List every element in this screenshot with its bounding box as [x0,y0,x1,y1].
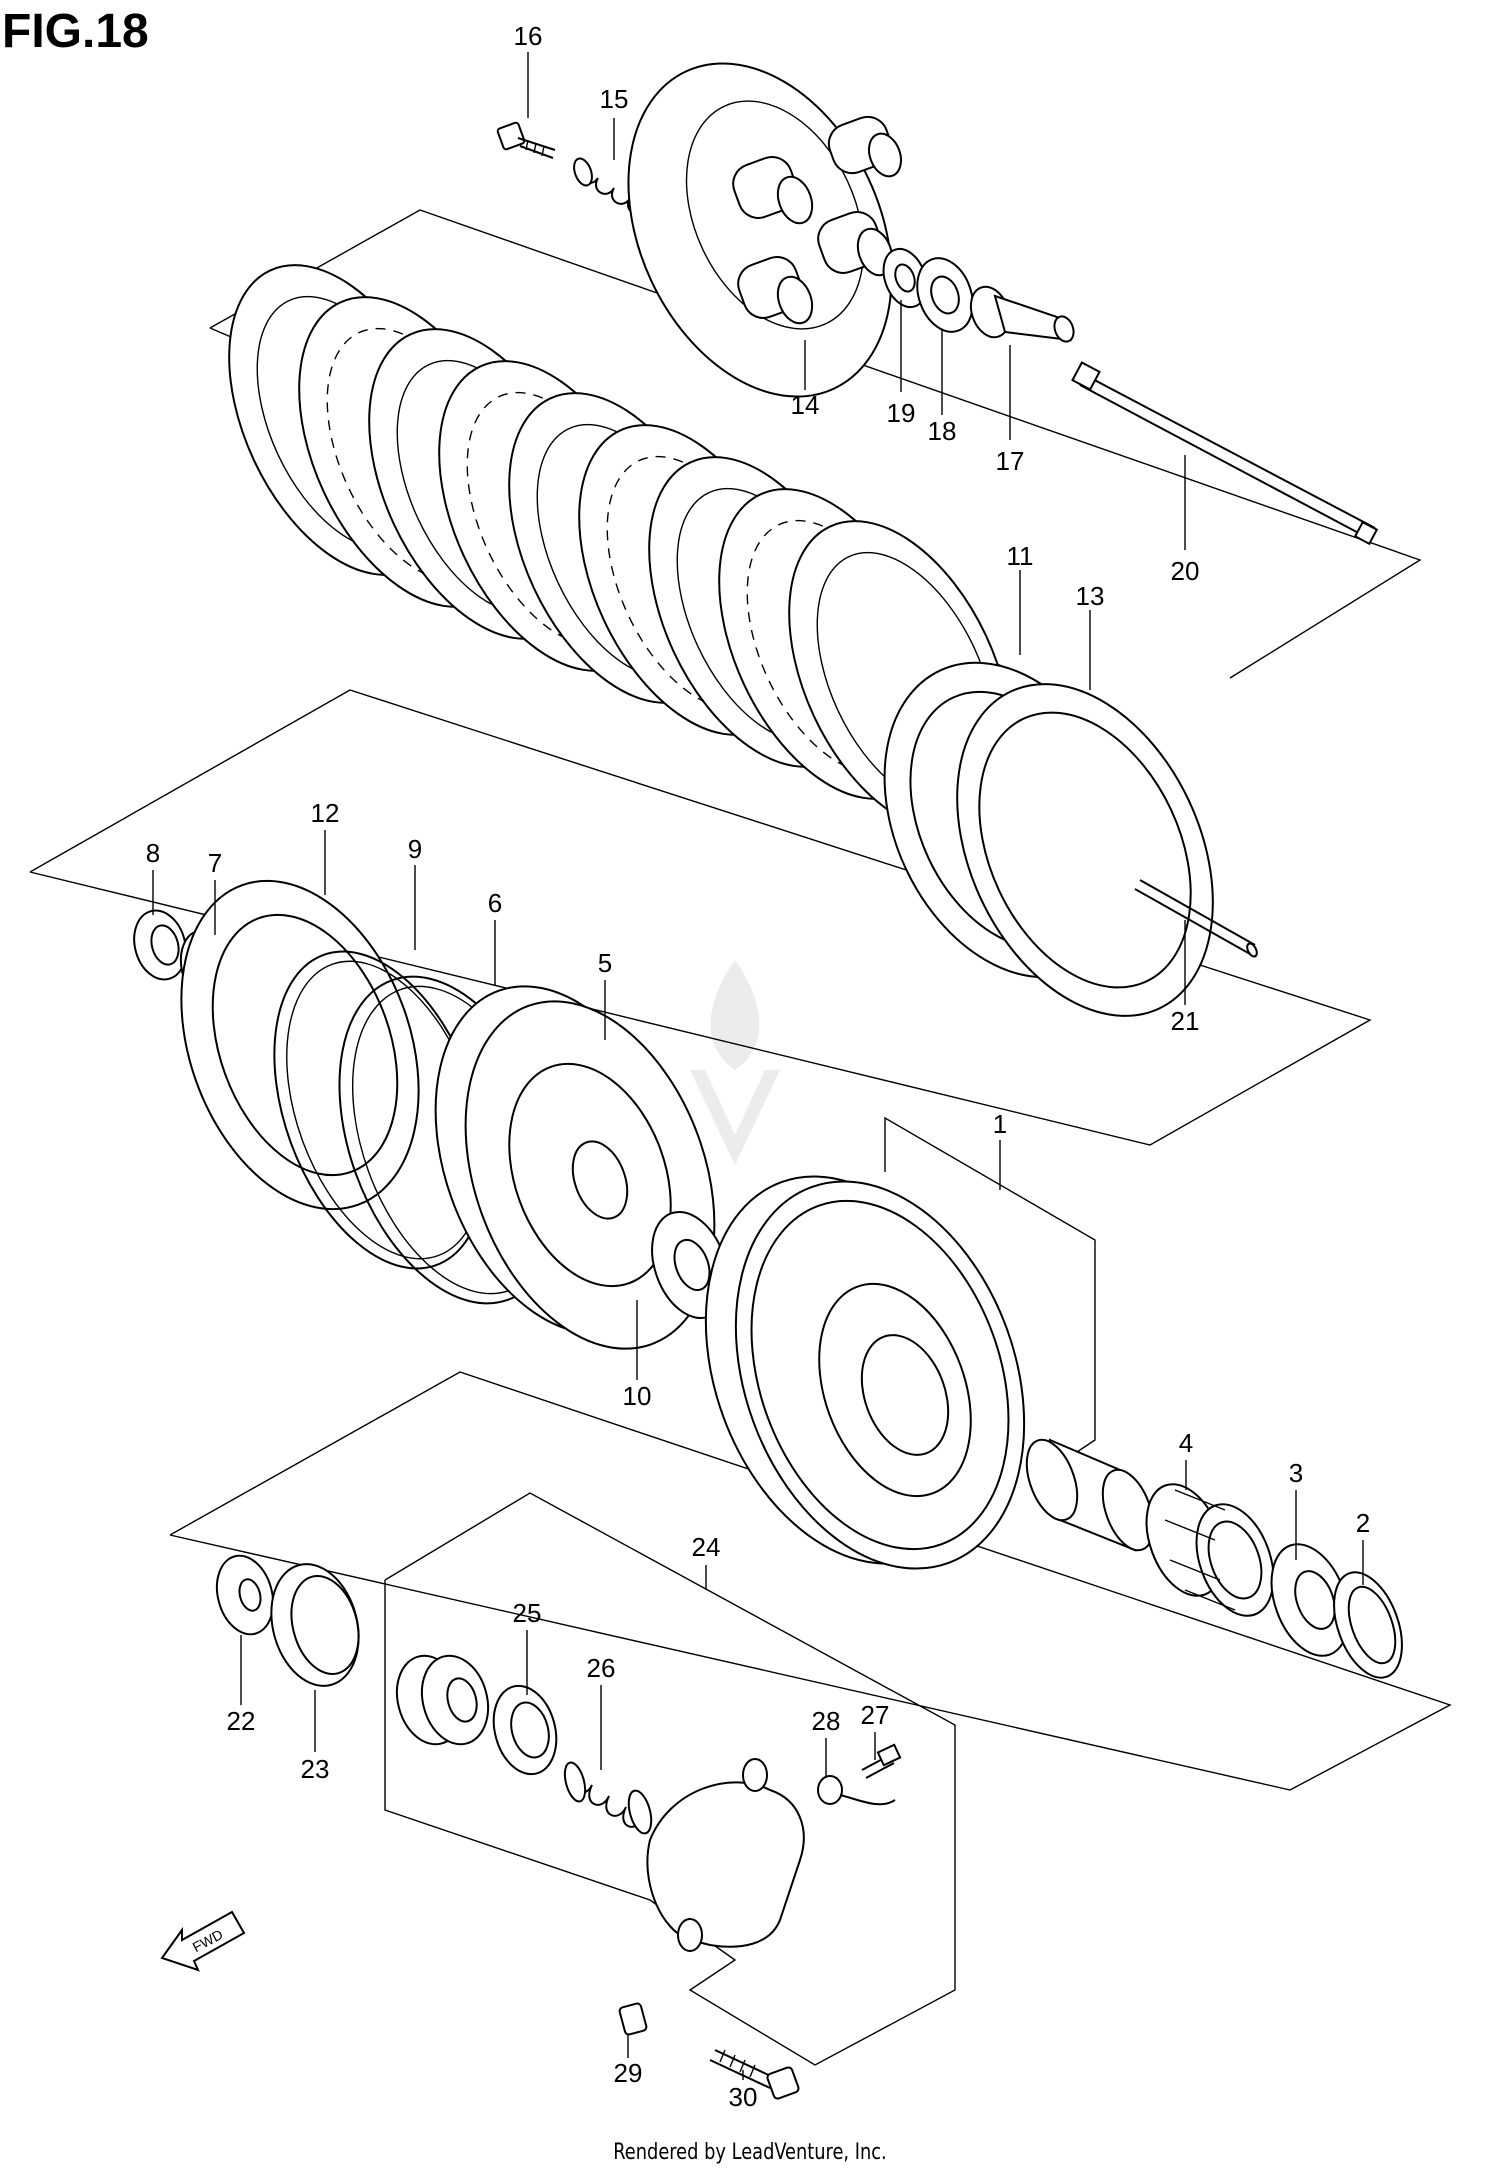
clutch-hub-part-5 [434,985,716,1350]
bleeder-part-27 [861,1743,902,1779]
part-label-4: 4 [1179,1428,1193,1458]
part-label-3: 3 [1289,1458,1303,1488]
group-outline-release-cylinder [384,1492,956,2066]
part-label-14: 14 [791,390,820,420]
spring-washer-part-12 [180,879,420,1211]
part-label-25: 25 [513,1598,542,1628]
part-label-16: 16 [514,21,543,51]
plate-part-13 [956,683,1214,1017]
watermark-logo [690,960,780,1165]
part-label-24: 24 [692,1532,721,1562]
part-label-30: 30 [729,2082,758,2112]
part-label-10: 10 [623,1381,652,1411]
pressure-plate-part-14 [627,62,902,398]
bearing-part-18 [916,257,974,333]
part-label-15: 15 [600,84,629,114]
needle-bearing-part-4 [1145,1483,1275,1617]
nut-part-8 [133,909,187,981]
fwd-arrow-icon [160,1910,246,1972]
pin-part-21 [1134,879,1258,958]
piston-part [395,1654,490,1746]
figure-title: FIG.18 [2,5,149,58]
part-label-13: 13 [1076,581,1105,611]
spring-part-26 [563,1761,653,1835]
part-label-6: 6 [488,888,502,918]
push-rod-part-20 [1071,361,1379,546]
leader-lines [152,52,1364,2080]
bolt-part-30 [709,2049,800,2100]
part-label-5: 5 [598,948,612,978]
part-label-9: 9 [408,834,422,864]
bearing-part-22 [215,1554,275,1636]
part-label-26: 26 [587,1653,616,1683]
sleeve-part [1025,1438,1155,1552]
group-outline-primary-gear [884,1116,1096,1471]
footer-credit: Rendered by LeadVenture, Inc. [613,2140,887,2165]
part-label-1: 1 [993,1109,1007,1139]
part-label-17: 17 [996,446,1025,476]
part-label-21: 21 [1171,1006,1200,1036]
cylinder-body-part-24 [646,1758,805,1952]
part-label-27: 27 [861,1700,890,1730]
part-label-7: 7 [208,848,222,878]
part-label-23: 23 [301,1754,330,1784]
clutch-plate-stack [228,264,1012,832]
part-label-19: 19 [887,398,916,428]
part-label-18: 18 [928,416,957,446]
part-label-11: 11 [1007,541,1034,571]
dowel-part-29 [618,2002,648,2036]
ring-part-2 [1333,1571,1403,1679]
part-label-2: 2 [1356,1508,1370,1538]
oil-seal-part-23 [270,1563,360,1687]
clutch-housing-part-1 [704,1175,1026,1570]
part-label-28: 28 [812,1706,841,1736]
part-label-20: 20 [1171,556,1200,586]
cap-part-28 [817,1775,896,1806]
push-piece-part-17 [969,285,1075,343]
bolt-part-16 [496,121,556,159]
part-label-8: 8 [146,838,160,868]
part-label-22: 22 [227,1706,256,1736]
part-label-29: 29 [614,2058,643,2088]
part-label-12: 12 [311,798,340,828]
group-outline-clutch-basket [29,689,1372,1146]
seal-part-25 [492,1684,558,1776]
